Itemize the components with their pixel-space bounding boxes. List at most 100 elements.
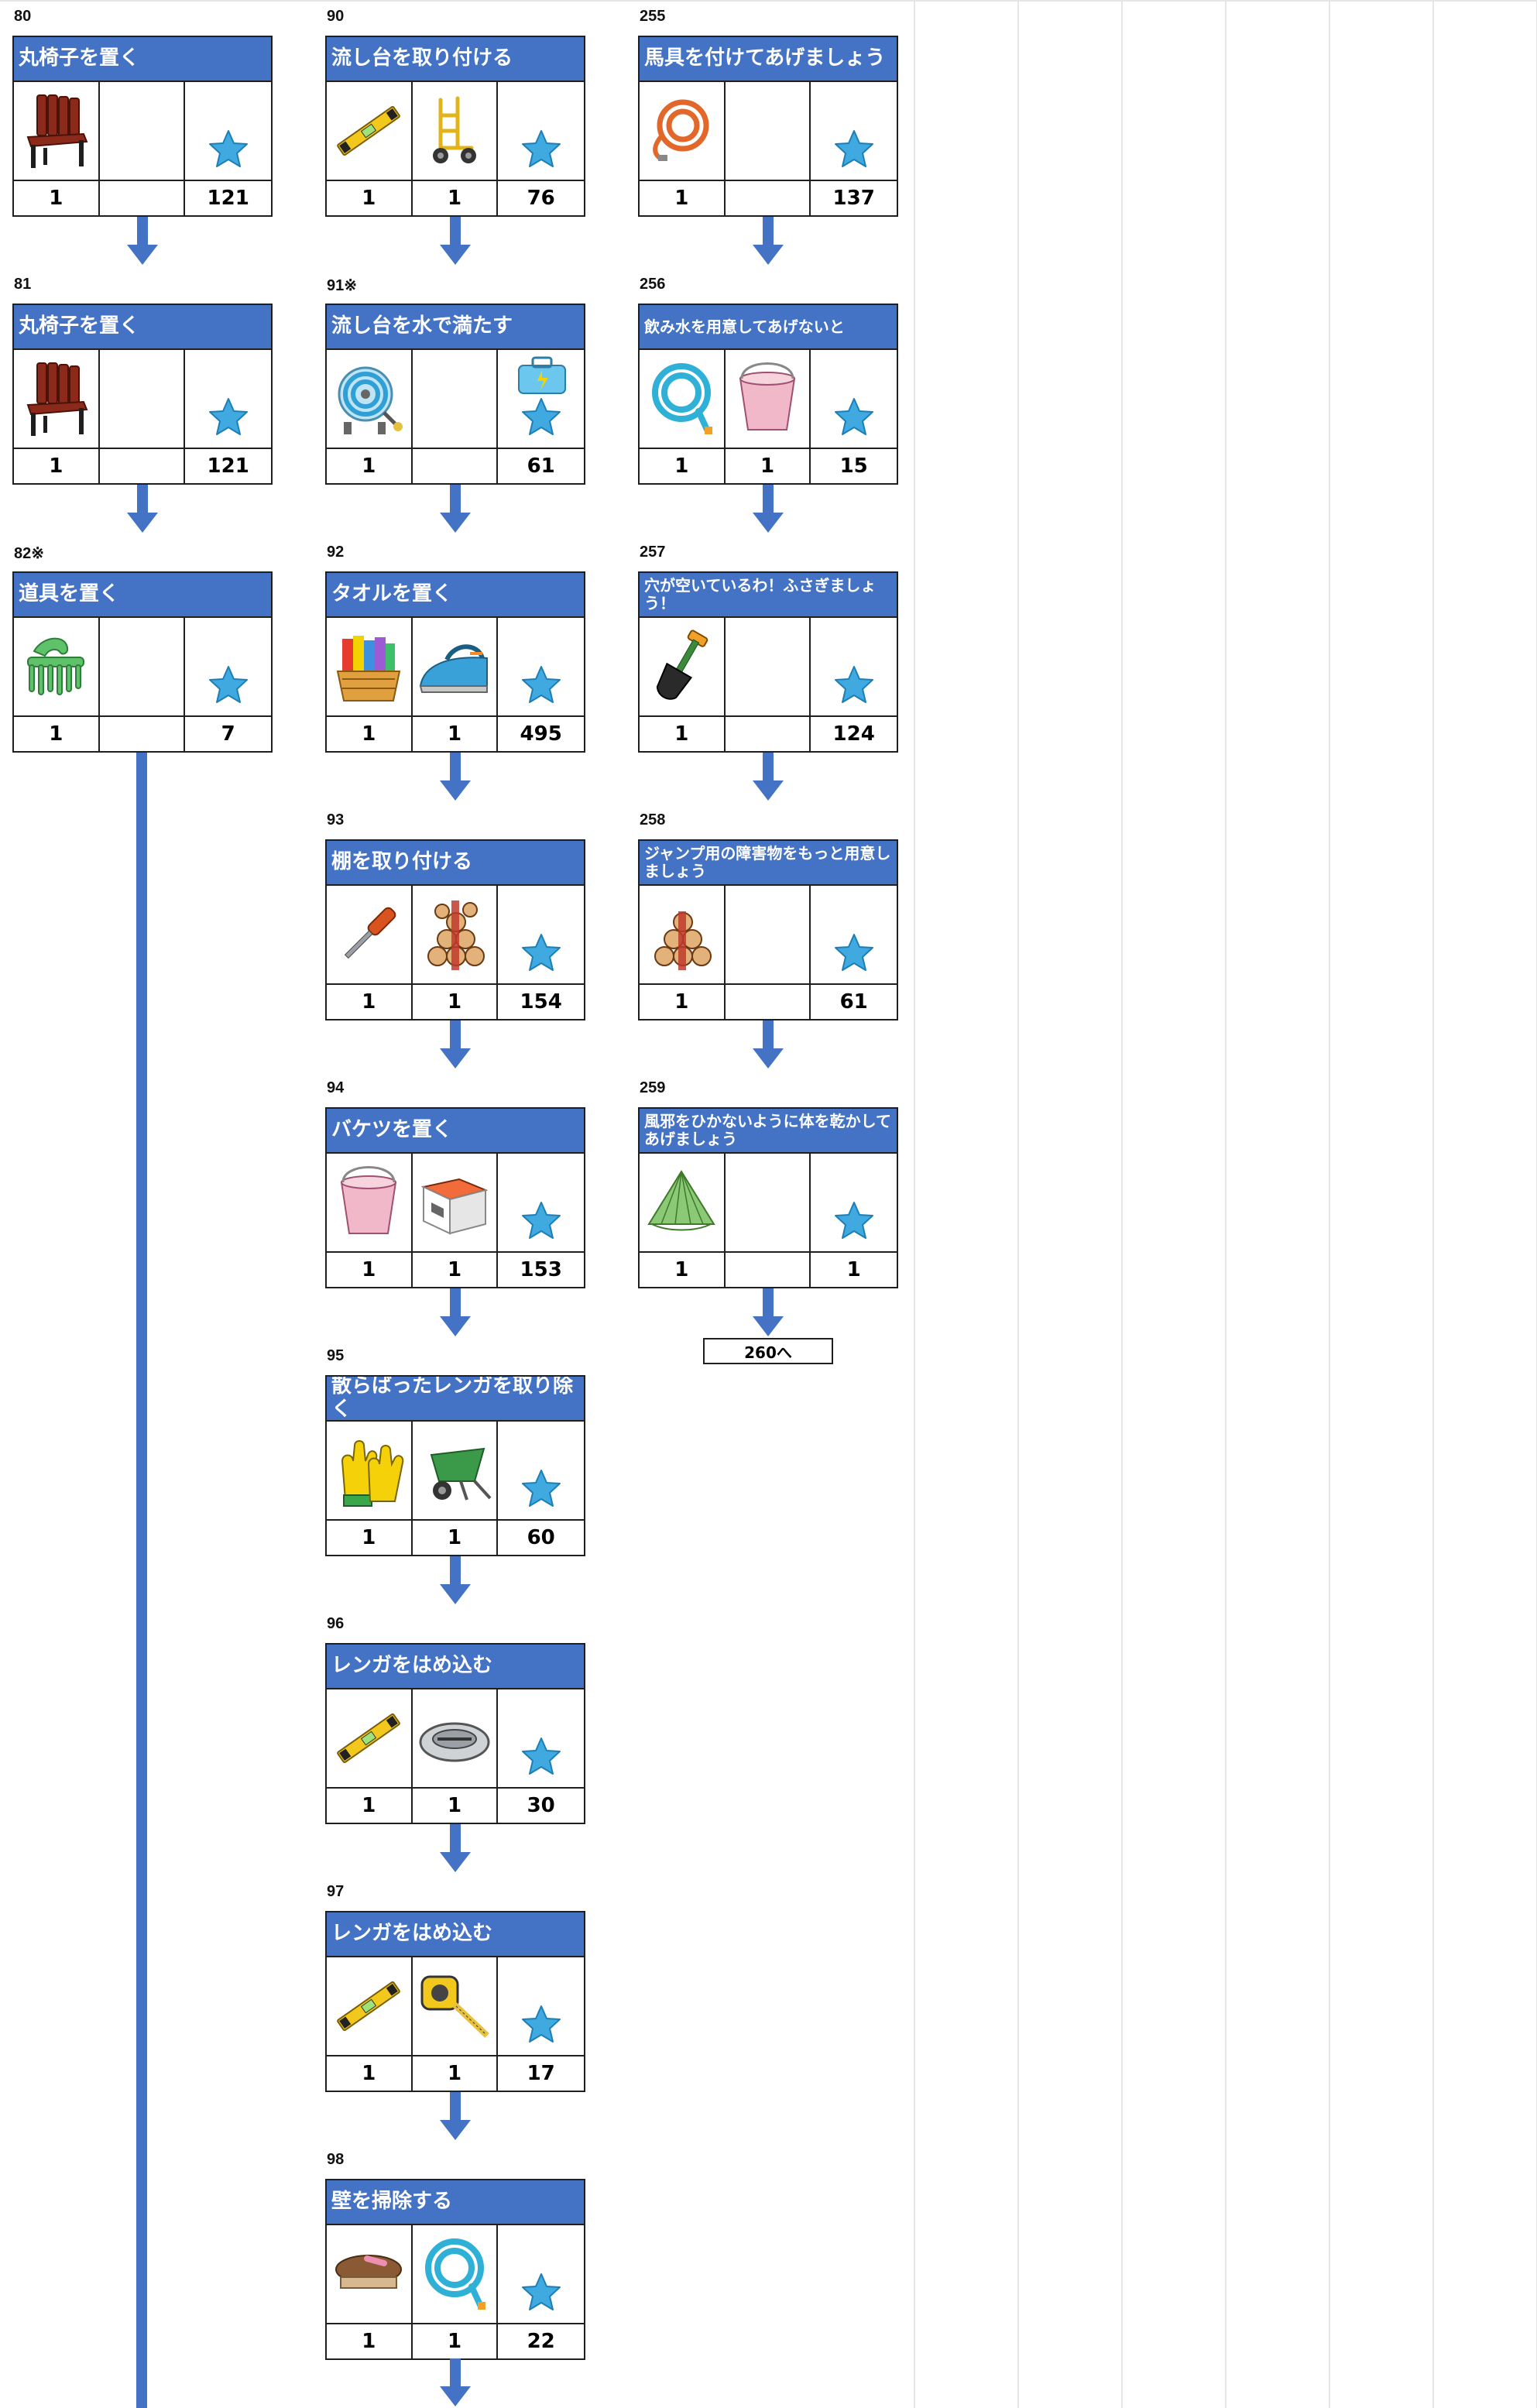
- empty-cell: [413, 350, 499, 448]
- star-icon: [209, 398, 248, 435]
- task-title: 流し台を水で満たす: [327, 305, 584, 350]
- reward-cell: [498, 1154, 584, 1251]
- hand-truck-icon: [413, 82, 499, 180]
- star-icon: [209, 666, 248, 703]
- quantity-2: 1: [413, 1521, 499, 1555]
- reward-value: 7: [221, 722, 235, 746]
- star-icon: [209, 130, 248, 167]
- task-number: 90: [327, 8, 345, 25]
- quantity-1: 1: [327, 717, 413, 751]
- quantity-1: 1: [640, 449, 726, 483]
- reward-cell: [498, 2225, 584, 2323]
- empty-cell: [726, 1154, 811, 1251]
- brush-icon: [327, 2225, 413, 2323]
- reward-cell: [811, 82, 897, 180]
- quantity-1: 1: [640, 1253, 726, 1287]
- task-card: 82※ 道具を置く 1 7: [12, 545, 273, 753]
- task-card: 96 レンガをはめ込む 1 1 30: [325, 1615, 585, 1824]
- star-icon: [835, 130, 873, 167]
- task-card: 259 風邪をひかないように体を乾かしてあげましょう 1 1: [638, 1079, 898, 1288]
- reward-cell: [811, 1154, 897, 1251]
- tape-measure-icon: [413, 1957, 499, 2055]
- down-arrow-icon: [753, 1020, 784, 1069]
- star-icon: [835, 398, 873, 435]
- quantity-1: 1: [327, 1253, 413, 1287]
- gridline: [914, 0, 915, 2408]
- task-title: 道具を置く: [14, 573, 271, 618]
- down-arrow-icon: [753, 217, 784, 265]
- task-title: レンガをはめ込む: [327, 1912, 584, 1957]
- down-arrow-icon: [440, 1288, 471, 1336]
- next-step-label: 260へ: [703, 1338, 833, 1364]
- quantity-1: 1: [14, 717, 100, 751]
- down-arrow-icon: [440, 2358, 471, 2406]
- task-title: ジャンプ用の障害物をもっと用意しましょう: [640, 841, 897, 886]
- task-number: 256: [640, 276, 666, 293]
- down-arrow-icon: [753, 1288, 784, 1336]
- star-icon: [522, 666, 561, 703]
- star-icon: [835, 934, 873, 971]
- down-arrow-icon: [440, 753, 471, 801]
- quantity-1: 1: [640, 985, 726, 1019]
- empty-cell: [100, 350, 186, 448]
- down-arrow-icon: [440, 217, 471, 265]
- reward-value: 1: [846, 1258, 861, 1281]
- reward-value: 124: [832, 722, 875, 746]
- reward-cell: [498, 886, 584, 983]
- down-arrow-icon: [127, 217, 158, 265]
- quantity-2: [413, 449, 499, 483]
- task-number: 80: [14, 8, 32, 25]
- screwdriver-icon: [327, 886, 413, 983]
- quantity-1: 1: [327, 1521, 413, 1555]
- bucket-icon: [726, 350, 811, 448]
- shovel-icon: [640, 618, 726, 715]
- quantity-2: 1: [413, 985, 499, 1019]
- task-title: 散らばったレンガを取り除く: [327, 1377, 584, 1422]
- firewood-icon: [413, 886, 499, 983]
- task-card: 81 丸椅子を置く 1 121: [12, 276, 273, 485]
- reward-cell: [498, 1422, 584, 1519]
- level-tool-icon: [327, 1689, 413, 1787]
- quantity-2: 1: [413, 181, 499, 215]
- quantity-2: [726, 985, 811, 1019]
- reward-cell: [811, 350, 897, 448]
- hose-reel-icon: [327, 350, 413, 448]
- reward-cell: [185, 618, 271, 715]
- down-arrow-icon: [753, 485, 784, 533]
- quantity-1: 1: [327, 449, 413, 483]
- gridline: [1225, 0, 1227, 2408]
- gridline: [1432, 0, 1434, 2408]
- task-card: 91※ 流し台を水で満たす 1 61: [325, 277, 585, 485]
- quantity-2: 1: [413, 717, 499, 751]
- reward-cell: [811, 886, 897, 983]
- quantity-2: [100, 449, 186, 483]
- level-tool-icon: [327, 82, 413, 180]
- empty-cell: [726, 82, 811, 180]
- task-number: 94: [327, 1079, 345, 1096]
- quantity-2: [726, 1253, 811, 1287]
- task-number: 257: [640, 544, 666, 561]
- reward-value: 76: [527, 187, 555, 210]
- quantity-1: 1: [327, 1789, 413, 1823]
- star-icon: [522, 1737, 561, 1775]
- down-arrow-icon: [440, 485, 471, 533]
- quantity-2: [100, 717, 186, 751]
- task-title: バケツを置く: [327, 1109, 584, 1154]
- quantity-1: 1: [327, 2324, 413, 2358]
- task-title: タオルを置く: [327, 573, 584, 618]
- reward-cell: [185, 350, 271, 448]
- hose-icon: [413, 2225, 499, 2323]
- gloves-icon: [327, 1422, 413, 1519]
- task-title: 馬具を付けてあげましょう: [640, 37, 897, 82]
- down-arrow-icon: [753, 753, 784, 801]
- bricks-icon: [413, 1154, 499, 1251]
- firewood-icon: [640, 886, 726, 983]
- reward-value: 121: [207, 455, 249, 478]
- reward-value: 15: [839, 455, 868, 478]
- quantity-2: [726, 717, 811, 751]
- bench-icon: [14, 82, 100, 180]
- quantity-2: [100, 181, 186, 215]
- down-arrow-icon: [440, 1824, 471, 1872]
- down-arrow-icon: [440, 2092, 471, 2140]
- task-number: 97: [327, 1883, 345, 1900]
